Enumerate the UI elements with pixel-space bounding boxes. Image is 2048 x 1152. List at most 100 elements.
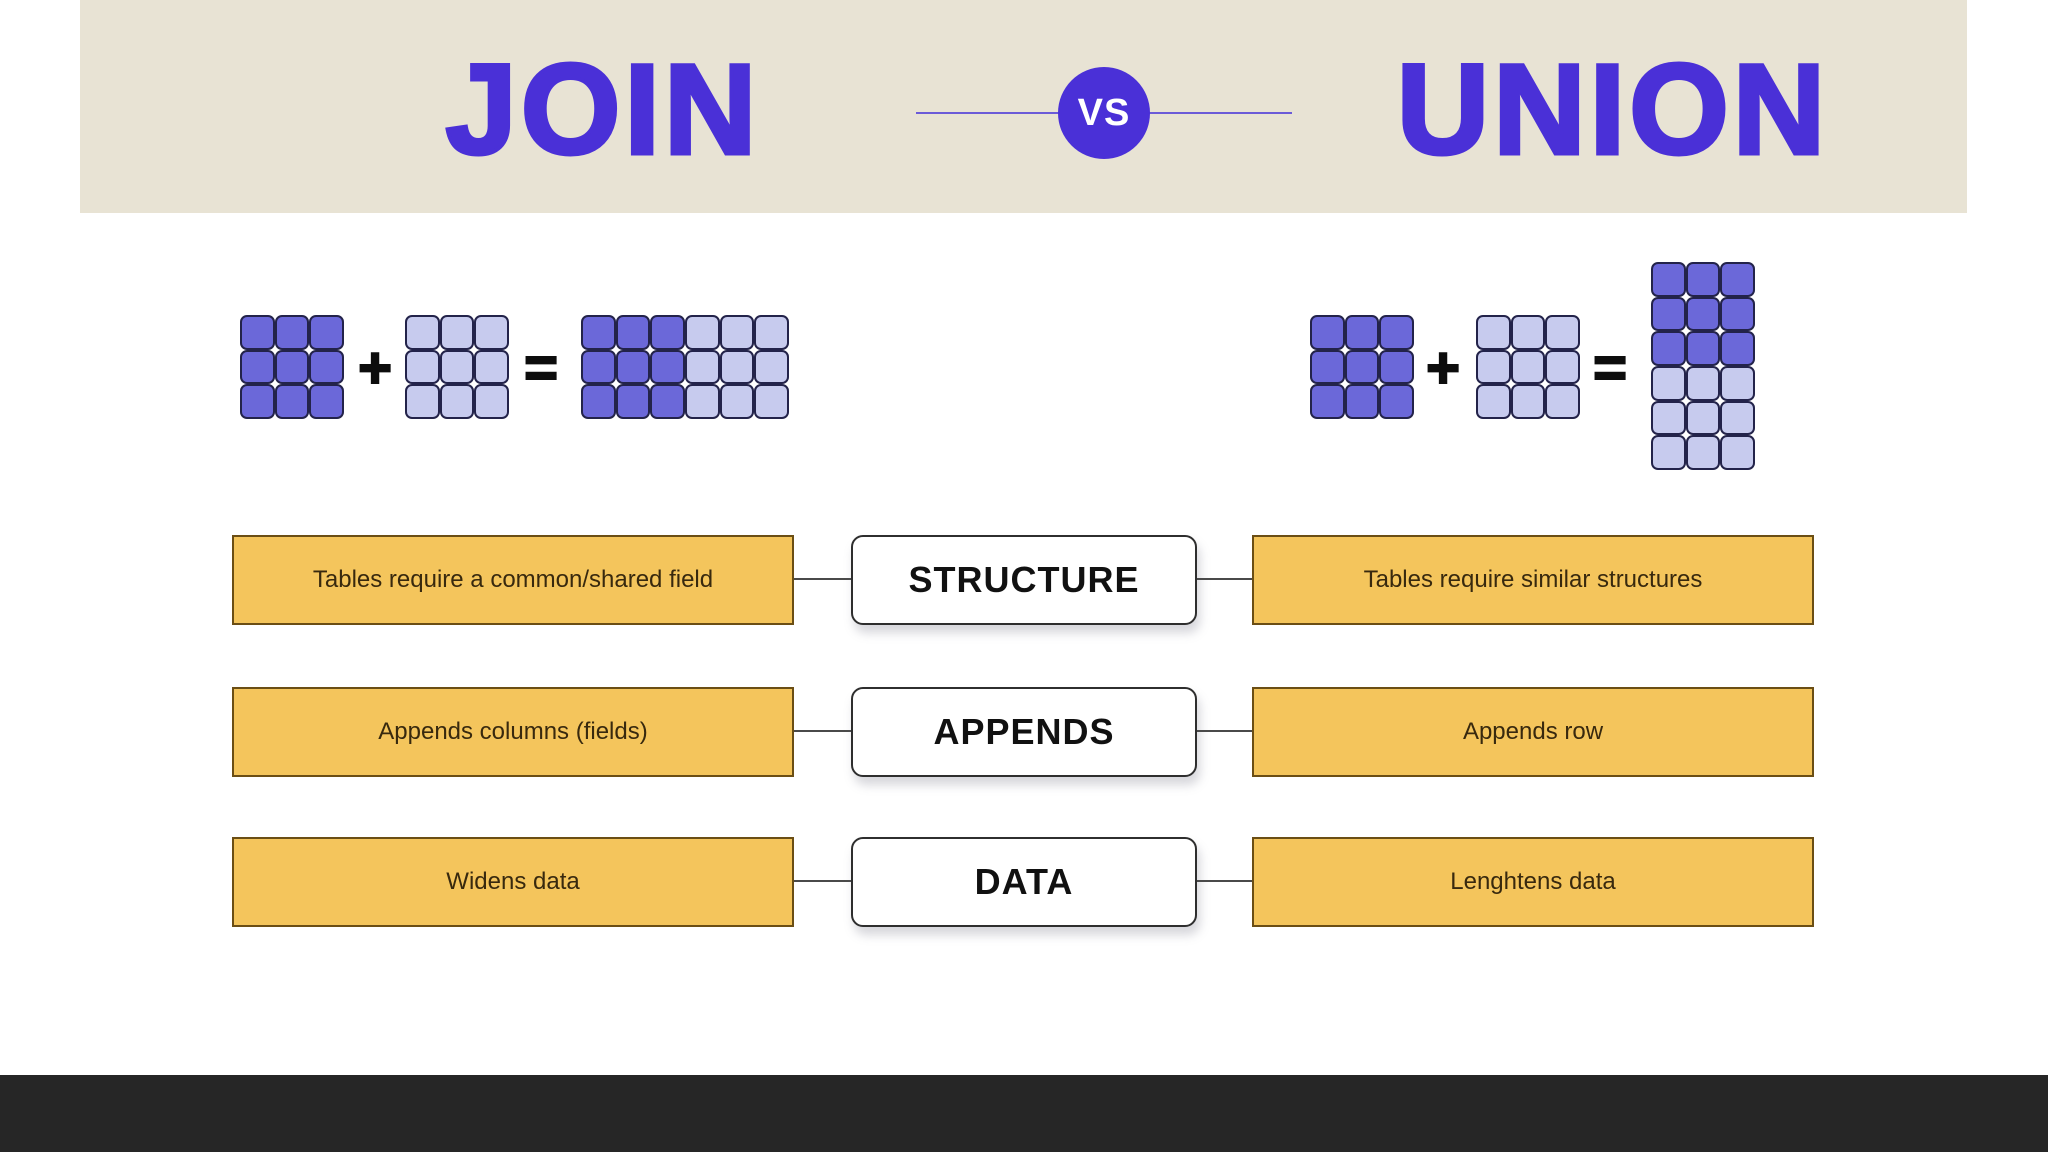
connector-line [794,730,851,732]
table-cell [1720,366,1756,401]
connector-line [794,578,851,580]
table-cell [1651,435,1686,471]
union-result-grid [1651,262,1756,471]
join-structure-box: Tables require a common/shared field [232,535,794,625]
structure-center-label: STRUCTURE [908,559,1140,600]
table-cell [405,384,440,420]
table-cell [1379,384,1415,420]
table-cell [615,349,651,385]
table-cell [650,349,686,385]
join-appends-label: Appends columns (fields) [378,718,648,745]
union-appends-label: Appends row [1462,718,1604,745]
table-cell [1476,315,1511,350]
table-cell [474,384,510,420]
table-cell [1720,331,1756,367]
connector-line [1197,730,1252,732]
appends-center-box: APPENDS [851,687,1197,777]
table-cell [1651,400,1686,436]
table-cell [650,315,686,350]
table-cell [1720,435,1756,471]
vs-label: VS [1077,91,1131,134]
join-data-label: Widens data [446,868,580,895]
table-cell [1310,349,1345,385]
table-cell [1685,400,1721,436]
table-cell [1379,349,1415,385]
table-cell [1651,296,1686,332]
union-table-a-grid [1310,315,1415,420]
table-cell [474,315,510,350]
structure-center-box: STRUCTURE [851,535,1197,625]
union-structure-box: Tables require similar structures [1252,535,1814,625]
join-appends-box: Appends columns (fields) [232,687,794,777]
table-cell [685,384,720,420]
table-cell [719,315,755,350]
table-cell [1720,296,1756,332]
join-structure-label: Tables require a common/shared field [312,566,714,593]
union-title: UNION [1395,37,1830,184]
table-cell [685,349,720,385]
join-table-a-grid [240,315,345,420]
union-plus-operator: + [1425,335,1461,402]
table-cell [439,349,475,385]
footer-bar [0,1075,2048,1152]
table-cell [685,315,720,350]
join-result-grid [581,315,790,420]
table-cell [405,315,440,350]
union-table-b-grid [1476,315,1581,420]
table-cell [1310,384,1345,420]
table-cell [1545,315,1581,350]
table-cell [274,384,310,420]
table-cell [274,315,310,350]
comparison-row-data: Widens data DATA Lenghtens data [0,837,2048,927]
table-cell [1545,349,1581,385]
table-cell [240,315,275,350]
table-cell [1651,366,1686,401]
table-cell [309,384,345,420]
join-equals-operator: = [523,335,559,402]
table-cell [719,349,755,385]
table-cell [1476,349,1511,385]
table-cell [650,384,686,420]
vs-badge: VS [1058,67,1150,159]
table-cell [1310,315,1345,350]
table-cell [1545,384,1581,420]
table-cell [1685,331,1721,367]
comparison-row-appends: Appends columns (fields) APPENDS Appends… [0,687,2048,777]
table-cell [1651,262,1686,297]
table-cell [1510,349,1546,385]
comparison-row-structure: Tables require a common/shared field STR… [0,535,2048,625]
table-cell [439,384,475,420]
table-cell [754,349,790,385]
table-cell [615,315,651,350]
connector-line [1197,578,1252,580]
table-cell [1344,349,1380,385]
table-cell [1476,384,1511,420]
table-cell [1344,384,1380,420]
table-cell [581,384,616,420]
union-appends-box: Appends row [1252,687,1814,777]
table-cell [1651,331,1686,367]
table-cell [240,349,275,385]
appends-center-label: APPENDS [933,711,1115,752]
table-cell [1379,315,1415,350]
join-data-box: Widens data [232,837,794,927]
join-table-b-grid [405,315,510,420]
table-cell [1344,315,1380,350]
table-cell [1720,262,1756,297]
table-cell [240,384,275,420]
table-cell [309,349,345,385]
join-plus-operator: + [357,335,393,402]
table-cell [1685,262,1721,297]
connector-line [794,880,851,882]
table-cell [719,384,755,420]
table-cell [1510,315,1546,350]
table-cell [1685,435,1721,471]
data-center-label: DATA [974,861,1074,902]
table-cell [615,384,651,420]
data-center-box: DATA [851,837,1197,927]
table-cell [581,349,616,385]
header-banner: JOIN VS UNION [80,0,1967,213]
table-cell [754,315,790,350]
union-equals-operator: = [1592,335,1628,402]
